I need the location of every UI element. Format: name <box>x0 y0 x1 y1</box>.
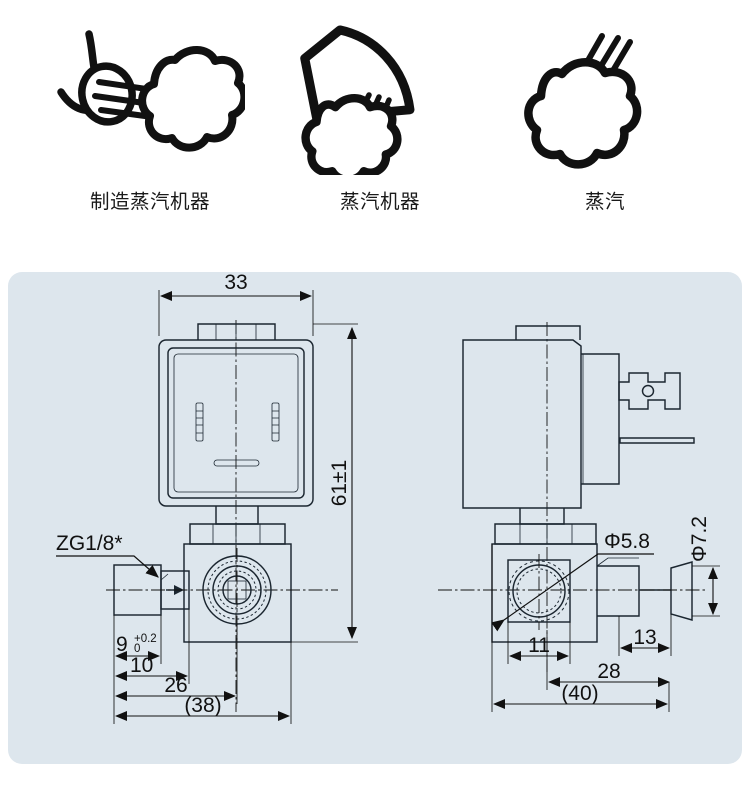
dim-value-10: 10 <box>130 654 153 677</box>
dim-value-26: 26 <box>164 674 187 697</box>
steam-maker-icon <box>57 30 245 152</box>
dim-value-28: 28 <box>597 660 620 683</box>
dim-11: 11 <box>507 622 571 664</box>
dim-61: 61±1 <box>291 323 358 643</box>
label-phi72: Φ7.2 <box>688 516 711 562</box>
steam-machine-icon <box>300 25 415 175</box>
technical-drawing-panel: .o { fill:none; stroke:#1b2630; stroke-w… <box>8 272 742 764</box>
icon-caption-steam: 蒸汽 <box>584 190 625 213</box>
steam-icon <box>524 33 642 169</box>
coil-slot-left <box>195 402 204 442</box>
dim-38: (38) <box>113 642 292 724</box>
icon-cell-steam: 蒸汽 <box>490 20 720 240</box>
steam-icon-strip: 制造蒸汽机器 蒸汽机器 <box>0 0 750 250</box>
front-view-group: ZG1/8* 33 61±1 <box>56 272 358 724</box>
dim-28: 28 <box>546 630 671 690</box>
icon-caption-steam-maker: 制造蒸汽机器 <box>89 190 210 213</box>
dim-33: 33 <box>158 272 314 336</box>
dim-phi72: Φ7.2 <box>688 516 720 617</box>
icon-cell-steam-machine: 蒸汽机器 <box>265 20 495 240</box>
icon-caption-steam-machine: 蒸汽机器 <box>339 190 420 213</box>
dim-value-9: 9 <box>116 633 128 656</box>
phi58-leader <box>491 553 654 632</box>
dim-40: (40) <box>491 544 670 712</box>
dim-value-13: 13 <box>633 626 656 649</box>
coil-slot-right <box>271 402 280 442</box>
side-view-group: Φ5.8 Φ7.2 11 <box>438 322 720 712</box>
dim-10: 10 <box>114 609 190 684</box>
dim-26: 26 <box>114 624 238 704</box>
dim-value-61: 61±1 <box>328 460 351 507</box>
dim-value-40: (40) <box>561 682 598 705</box>
zg18-leader <box>56 555 159 578</box>
label-phi58: Φ5.8 <box>604 530 650 553</box>
label-zg18: ZG1/8* <box>56 532 123 555</box>
dim-value-33: 33 <box>224 272 247 294</box>
terminal-bracket <box>618 372 681 410</box>
dim-tol-9-upper: +0.2 <box>134 633 157 645</box>
icon-cell-steam-maker: 制造蒸汽机器 <box>35 20 265 240</box>
dim-value-38: (38) <box>184 694 221 717</box>
dim-9: 9 +0.2 0 <box>113 615 162 690</box>
dim-value-11: 11 <box>528 634 550 657</box>
dim-tol-9-lower: 0 <box>134 643 140 655</box>
solenoid-valve-drawing: .o { fill:none; stroke:#1b2630; stroke-w… <box>56 272 720 724</box>
dim-13: 13 <box>618 614 672 656</box>
